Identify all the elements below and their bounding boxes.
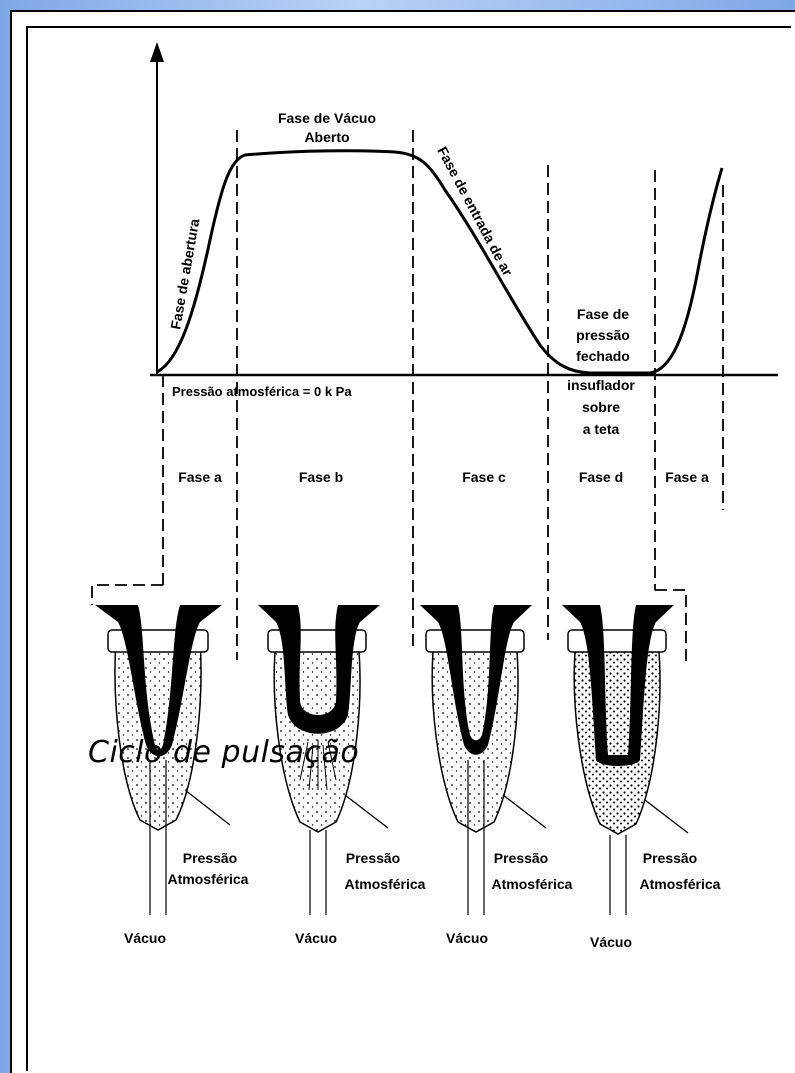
y-axis-arrow bbox=[150, 42, 164, 62]
phase-label-a-repeat: Fase a bbox=[665, 469, 709, 485]
phase-label-b: Fase b bbox=[299, 469, 343, 485]
pulsation-curve bbox=[157, 151, 722, 373]
label-closed-6: a teta bbox=[583, 421, 620, 437]
cup3-pressure-2: Atmosférica bbox=[492, 876, 573, 892]
label-air-entry-phase: Fase de entrada de ar bbox=[434, 144, 516, 279]
cup4-pressure-1: Pressão bbox=[643, 850, 697, 866]
phase-label-d: Fase d bbox=[579, 469, 623, 485]
baseline-label: Pressão atmosférica = 0 k Pa bbox=[172, 384, 352, 399]
figure-caption: Ciclo de pulsação bbox=[88, 735, 359, 770]
cup2-vacuum: Vácuo bbox=[295, 930, 337, 946]
cup3-vacuum: Vácuo bbox=[446, 930, 488, 946]
label-closed-4: insuflador bbox=[567, 377, 635, 393]
cup2-pressure-2: Atmosférica bbox=[345, 876, 426, 892]
cup2-pressure-1: Pressão bbox=[346, 850, 400, 866]
label-open-vacuum-1: Fase de Vácuo bbox=[278, 110, 376, 126]
teat-cup-phase-c bbox=[420, 605, 546, 915]
cup4-pressure-2: Atmosférica bbox=[640, 876, 721, 892]
label-opening-phase: Fase de abertura bbox=[167, 217, 202, 330]
cup1-pressure-2: Atmosférica bbox=[168, 871, 249, 887]
cup1-pressure-1: Pressão bbox=[183, 850, 237, 866]
label-closed-2: pressão bbox=[576, 327, 630, 343]
phase-label-c: Fase c bbox=[462, 469, 506, 485]
label-open-vacuum-2: Aberto bbox=[304, 129, 349, 145]
label-closed-5: sobre bbox=[582, 399, 620, 415]
label-closed-3: fechado bbox=[576, 348, 630, 364]
cup3-pressure-1: Pressão bbox=[494, 850, 548, 866]
cup1-vacuum: Vácuo bbox=[124, 930, 166, 946]
phase-label-a: Fase a bbox=[178, 469, 222, 485]
teat-cup-phase-d bbox=[562, 605, 688, 915]
label-closed-1: Fase de bbox=[577, 306, 629, 322]
cup4-vacuum: Vácuo bbox=[590, 934, 632, 950]
